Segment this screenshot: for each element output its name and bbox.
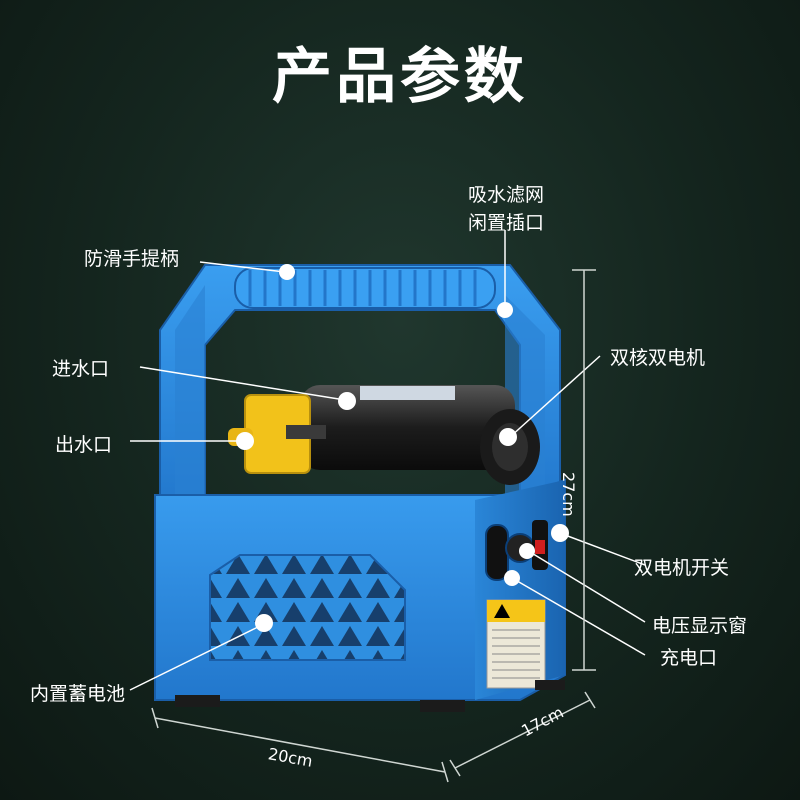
dimension-height: 27cm — [559, 472, 578, 517]
label-filter-slot-1: 吸水滤网 — [468, 184, 545, 206]
label-inlet: 进水口 — [52, 358, 110, 380]
label-handle: 防滑手提柄 — [84, 248, 180, 270]
callout-dots — [236, 264, 569, 632]
battery-box — [154, 478, 566, 712]
label-voltage: 电压显示窗 — [652, 615, 748, 637]
label-switch: 双电机开关 — [634, 557, 730, 579]
callout-lines — [129, 230, 646, 691]
label-filter-slot-2: 闲置插口 — [468, 212, 545, 234]
label-motor: 双核双电机 — [610, 347, 706, 369]
page-title: 产品参数 — [272, 42, 528, 112]
label-outlet: 出水口 — [55, 434, 113, 456]
handle-frame — [159, 264, 561, 511]
pump-motor — [228, 385, 540, 485]
dimension-lines — [151, 269, 596, 783]
label-charge: 充电口 — [660, 647, 718, 669]
label-battery: 内置蓄电池 — [30, 683, 126, 705]
